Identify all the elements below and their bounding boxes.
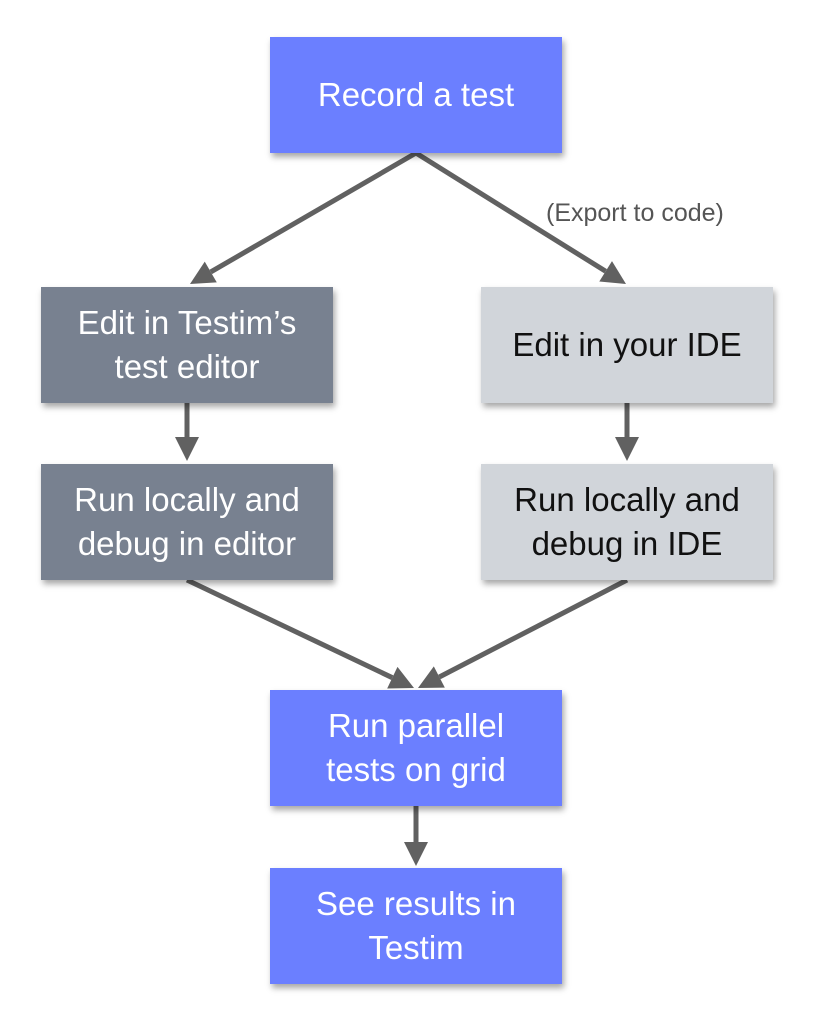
node-run-locally-debug-editor: Run locally and debug in editor [41,464,333,580]
arrow-record-to-edit_testim [209,150,418,275]
node-label: Run locally and debug in editor [74,481,300,562]
node-label: Edit in Testim’s test editor [77,304,297,385]
arrowhead-run_local_ide-to-run_grid [418,666,445,688]
arrow-record-to-edit_ide [414,150,607,274]
node-label: See results in Testim [316,885,516,966]
arrowhead-run_grid-to-see_results [404,842,428,866]
node-edit-in-testim-editor: Edit in Testim’s test editor [41,287,333,403]
node-run-parallel-tests-grid: Run parallel tests on grid [270,690,562,806]
arrowhead-record-to-edit_ide [599,261,626,284]
arrowhead-edit_ide-to-run_local_ide [615,437,639,461]
node-edit-in-ide: Edit in your IDE [481,287,773,403]
node-record-a-test: Record a test [270,37,562,153]
arrowhead-run_local_editor-to-run_grid [387,666,414,689]
arrowhead-edit_testim-to-run_local_editor [175,437,199,461]
node-see-results-testim: See results in Testim [270,868,562,984]
arrow-run_local_ide-to-run_grid [438,577,629,680]
node-label: Record a test [317,76,515,113]
arrow-run_local_editor-to-run_grid [185,577,394,680]
node-run-locally-debug-ide: Run locally and debug in IDE [481,464,773,580]
arrowhead-record-to-edit_testim [190,261,217,284]
node-label: Edit in your IDE [512,326,742,363]
edge-label-export-to-code: (Export to code) [546,199,724,227]
node-label: Run parallel tests on grid [326,707,506,788]
node-label: Run locally and debug in IDE [514,481,740,562]
